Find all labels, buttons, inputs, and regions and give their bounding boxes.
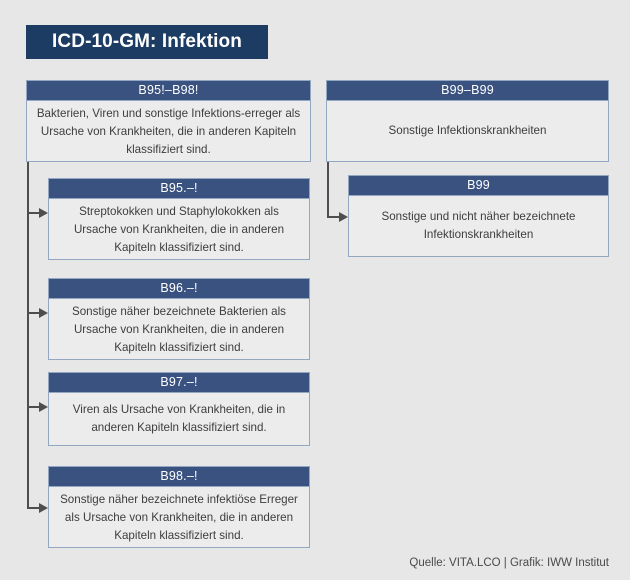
page-title-banner: ICD-10-GM: Infektion <box>26 25 268 59</box>
connector-stub-b96 <box>27 312 41 314</box>
connector-stub-b97 <box>27 406 41 408</box>
node-body: Sonstige und nicht näher bezeichnete Inf… <box>349 196 608 256</box>
node-header-code: B99–B99 <box>327 81 608 101</box>
node-description: Sonstige näher bezeichnete Bakterien als… <box>72 305 286 354</box>
node-body: Sonstige näher bezeichnete Bakterien als… <box>49 299 309 361</box>
connector-stub-b95 <box>27 212 41 214</box>
node-b98: B98.–! Sonstige näher bezeichnete infekt… <box>48 466 310 548</box>
node-header-code: B95!–B98! <box>27 81 310 101</box>
node-description: Viren als Ursache von Krankheiten, die i… <box>72 403 286 434</box>
connector-trunk-right <box>327 162 329 217</box>
arrow-icon-b96 <box>39 308 48 318</box>
node-header-code: B97.–! <box>49 373 309 393</box>
node-description: Sonstige Infektionskrankheiten <box>388 124 547 137</box>
arrow-icon-b95 <box>39 208 48 218</box>
node-body: Bakterien, Viren und sonstige Infektions… <box>27 101 310 163</box>
connector-stub-b98 <box>27 507 41 509</box>
node-description: Streptokokken und Staphylokokken als Urs… <box>73 205 285 254</box>
node-description: Bakterien, Viren und sonstige Infektions… <box>36 107 301 156</box>
node-b99-b99: B99–B99 Sonstige Infektionskrankheiten <box>326 80 609 162</box>
node-b97: B97.–! Viren als Ursache von Krankheiten… <box>48 372 310 446</box>
node-header-code: B96.–! <box>49 279 309 299</box>
node-description: Sonstige und nicht näher bezeichnete Inf… <box>381 210 576 241</box>
node-body: Streptokokken und Staphylokokken als Urs… <box>49 199 309 261</box>
node-b95-b98: B95!–B98! Bakterien, Viren und sonstige … <box>26 80 311 162</box>
node-b96: B96.–! Sonstige näher bezeichnete Bakter… <box>48 278 310 360</box>
node-body: Sonstige Infektionskrankheiten <box>327 101 608 161</box>
page-title: ICD-10-GM: Infektion <box>52 31 242 52</box>
node-header-code: B99 <box>349 176 608 196</box>
connector-stub-b99 <box>327 216 341 218</box>
arrow-icon-b98 <box>39 503 48 513</box>
node-header-code: B95.–! <box>49 179 309 199</box>
node-body: Sonstige näher bezeichnete infektiöse Er… <box>49 487 309 549</box>
node-header-code: B98.–! <box>49 467 309 487</box>
node-body: Viren als Ursache von Krankheiten, die i… <box>49 393 309 445</box>
node-b99: B99 Sonstige und nicht näher bezeichnete… <box>348 175 609 257</box>
node-description: Sonstige näher bezeichnete infektiöse Er… <box>60 493 298 542</box>
footer-credit: Quelle: VITA.LCO | Grafik: IWW Institut <box>409 557 609 569</box>
node-b95: B95.–! Streptokokken und Staphylokokken … <box>48 178 310 260</box>
connector-trunk-left <box>27 162 29 508</box>
arrow-icon-b99 <box>339 212 348 222</box>
arrow-icon-b97 <box>39 402 48 412</box>
